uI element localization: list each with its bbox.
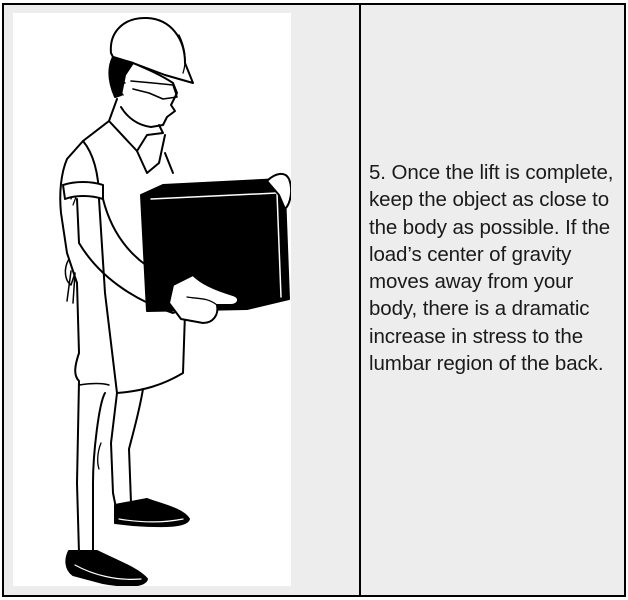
illustration-cell [4,5,361,595]
instruction-cell: 5. Once the lift is complete, keep the o… [361,5,624,595]
safety-glasses-icon [130,80,178,100]
instruction-text: 5. Once the lift is complete, keep the o… [369,161,614,376]
box-icon [140,178,290,312]
instruction-table: 5. Once the lift is complete, keep the o… [2,3,626,597]
glove-icon [266,173,291,210]
shoe-icon-front [65,550,148,586]
worker-illustration-icon [59,16,291,586]
shoe-icon [114,498,190,528]
worker-carrying-box-illustration [13,13,291,586]
hard-hat-icon [109,16,194,84]
